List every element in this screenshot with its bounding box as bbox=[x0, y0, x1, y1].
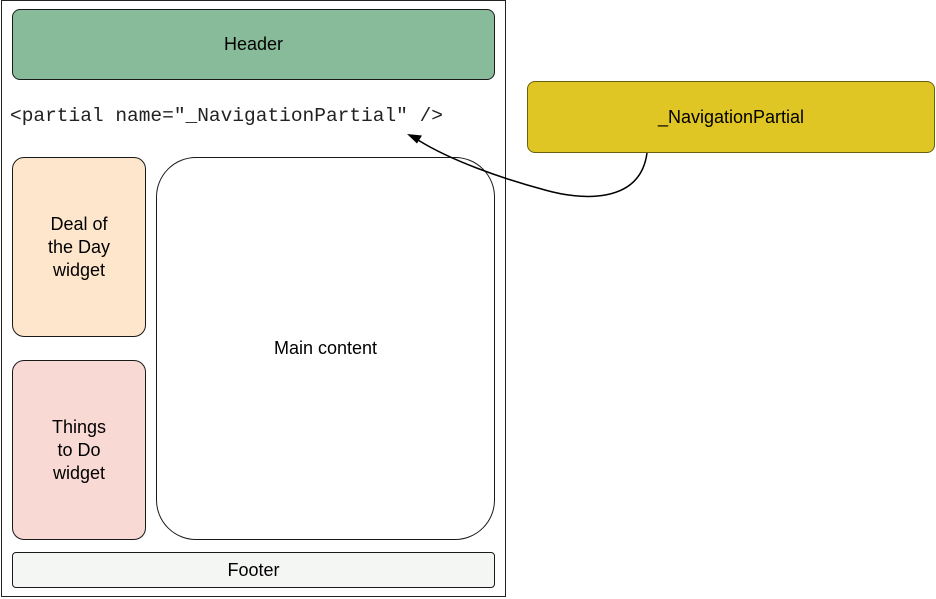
navigation-partial-label: _NavigationPartial bbox=[657, 106, 805, 127]
things-to-do-widget-box: Things to Do widget bbox=[12, 360, 146, 540]
partial-tag-code: <partial name="_NavigationPartial" /> bbox=[10, 105, 443, 127]
deal-widget-line: Deal of bbox=[50, 213, 108, 234]
header-box: Header bbox=[12, 9, 495, 80]
main-content-label: Main content bbox=[273, 338, 378, 358]
navigation-partial-box: _NavigationPartial bbox=[527, 81, 935, 153]
things-widget-label: Things to Do widget bbox=[52, 416, 106, 485]
deal-widget-line: the Day bbox=[47, 236, 111, 257]
things-widget-line: Things bbox=[51, 416, 107, 437]
deal-widget-line: widget bbox=[52, 259, 105, 280]
deal-of-the-day-widget-box: Deal of the Day widget bbox=[12, 157, 146, 337]
header-label: Header bbox=[223, 34, 284, 54]
main-content-box: Main content bbox=[156, 157, 495, 540]
deal-widget-label: Deal of the Day widget bbox=[48, 213, 110, 282]
footer-box: Footer bbox=[12, 552, 495, 588]
things-widget-line: widget bbox=[52, 462, 106, 483]
things-widget-line: to Do bbox=[57, 439, 101, 460]
footer-label: Footer bbox=[227, 559, 280, 580]
